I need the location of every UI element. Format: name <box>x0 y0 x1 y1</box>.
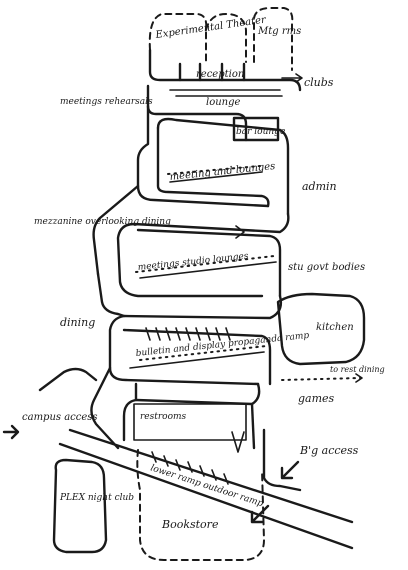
label-mtg-rms: Mtg rms <box>257 26 301 37</box>
label-admin: admin <box>302 180 337 193</box>
bookstore-outline <box>136 449 266 561</box>
kitchen-area <box>276 292 366 366</box>
label-dining: dining <box>60 316 95 329</box>
label-experimental-theater: Experimental Theater <box>154 14 268 41</box>
ramp-level-2 <box>92 184 290 298</box>
label-bookstore: Bookstore <box>161 518 219 531</box>
label-meetings-rehearsals: meetings rehearsals <box>60 97 153 107</box>
label-reception: reception <box>196 69 244 80</box>
restrooms-area <box>133 403 247 441</box>
bulletin-hatch <box>145 327 231 341</box>
label-plex-night-club: PLEX night club <box>59 493 134 503</box>
plex-night-club-outline <box>52 458 108 554</box>
reception-area <box>148 48 302 97</box>
lounge-outline <box>146 84 248 142</box>
label-mezzanine-overlook: mezzanine overlooking dining <box>34 217 171 227</box>
label-to-rest-dining: to rest dining <box>330 365 385 374</box>
label-big-access: B'g access <box>299 444 359 457</box>
ramp-level-4 <box>90 366 261 450</box>
rest-dining-link <box>281 377 361 381</box>
label-clubs: clubs <box>304 76 334 89</box>
label-meeting-studio-lounges: meetings studio lounges <box>137 251 249 273</box>
label-stu-govt-bodies: stu govt bodies <box>288 262 365 273</box>
label-meeting-lounges: meeting and lounges <box>169 161 276 183</box>
ramp-level-1 <box>136 104 290 216</box>
label-campus-access: campus access <box>22 412 98 423</box>
label-lower-ramp: lower ramp outdoor ramp <box>149 463 264 509</box>
outdoor-ramp-marks <box>151 431 245 485</box>
label-bar-lounge: bar lounge <box>236 127 285 137</box>
bg-access-arrow <box>280 460 300 480</box>
clubs-arrow <box>281 73 303 83</box>
experimental-theater-block <box>148 7 294 71</box>
campus-access-road <box>2 367 354 550</box>
bookstore-arrow <box>250 504 270 524</box>
label-lounge: lounge <box>206 97 241 108</box>
label-kitchen: kitchen <box>316 322 354 333</box>
label-restrooms: restrooms <box>140 412 187 422</box>
label-games: games <box>298 392 335 405</box>
